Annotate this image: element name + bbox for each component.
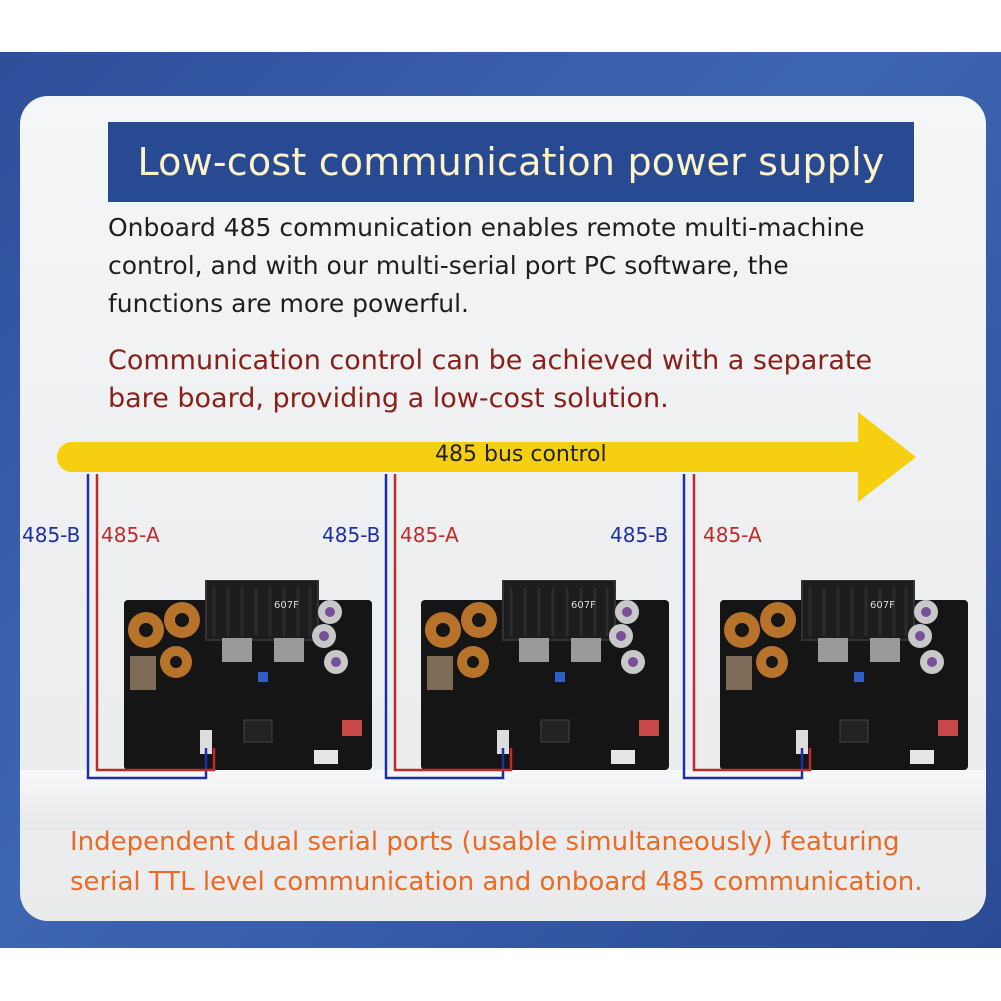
wire-485-b xyxy=(384,474,505,780)
footer-line: Independent dual serial ports (usable si… xyxy=(70,827,900,857)
wire-485-a xyxy=(95,474,216,772)
power-board: 607F xyxy=(720,580,968,770)
description-line: control, and with our multi-serial port … xyxy=(108,251,789,280)
label-485-b: 485-B xyxy=(322,523,381,547)
board-model-text: 607F xyxy=(870,600,895,611)
page-title: Low-cost communication power supply xyxy=(137,140,885,184)
footer-line: serial TTL level communication and onboa… xyxy=(70,867,923,897)
label-485-b: 485-B xyxy=(610,523,669,547)
description-line: functions are more powerful. xyxy=(108,289,469,318)
board-model-text: 607F xyxy=(274,600,299,611)
label-485-a: 485-A xyxy=(101,523,160,547)
bus-arrow-shape xyxy=(57,412,916,502)
label-485-a: 485-A xyxy=(400,523,459,547)
footer-text: Independent dual serial ports (usable si… xyxy=(70,822,923,902)
power-board: 607F xyxy=(421,580,669,770)
board-model-text: 607F xyxy=(571,600,596,611)
display-shelf xyxy=(20,770,986,830)
label-485-a: 485-A xyxy=(703,523,762,547)
description-text: Onboard 485 communication enables remote… xyxy=(108,209,865,323)
label-485-b: 485-B xyxy=(22,523,81,547)
note-text: Communication control can be achieved wi… xyxy=(108,342,872,418)
wire-485-b xyxy=(682,474,804,780)
description-line: Onboard 485 communication enables remote… xyxy=(108,213,865,242)
wire-485-a xyxy=(393,474,513,772)
title-box: Low-cost communication power supply xyxy=(108,122,914,202)
wire-485-a xyxy=(692,474,812,772)
bus-label: 485 bus control xyxy=(435,442,607,467)
power-board: 607F xyxy=(124,580,372,770)
note-line: Communication control can be achieved wi… xyxy=(108,345,873,376)
wire-485-b xyxy=(86,474,208,780)
note-line: bare board, providing a low-cost solutio… xyxy=(108,383,669,414)
